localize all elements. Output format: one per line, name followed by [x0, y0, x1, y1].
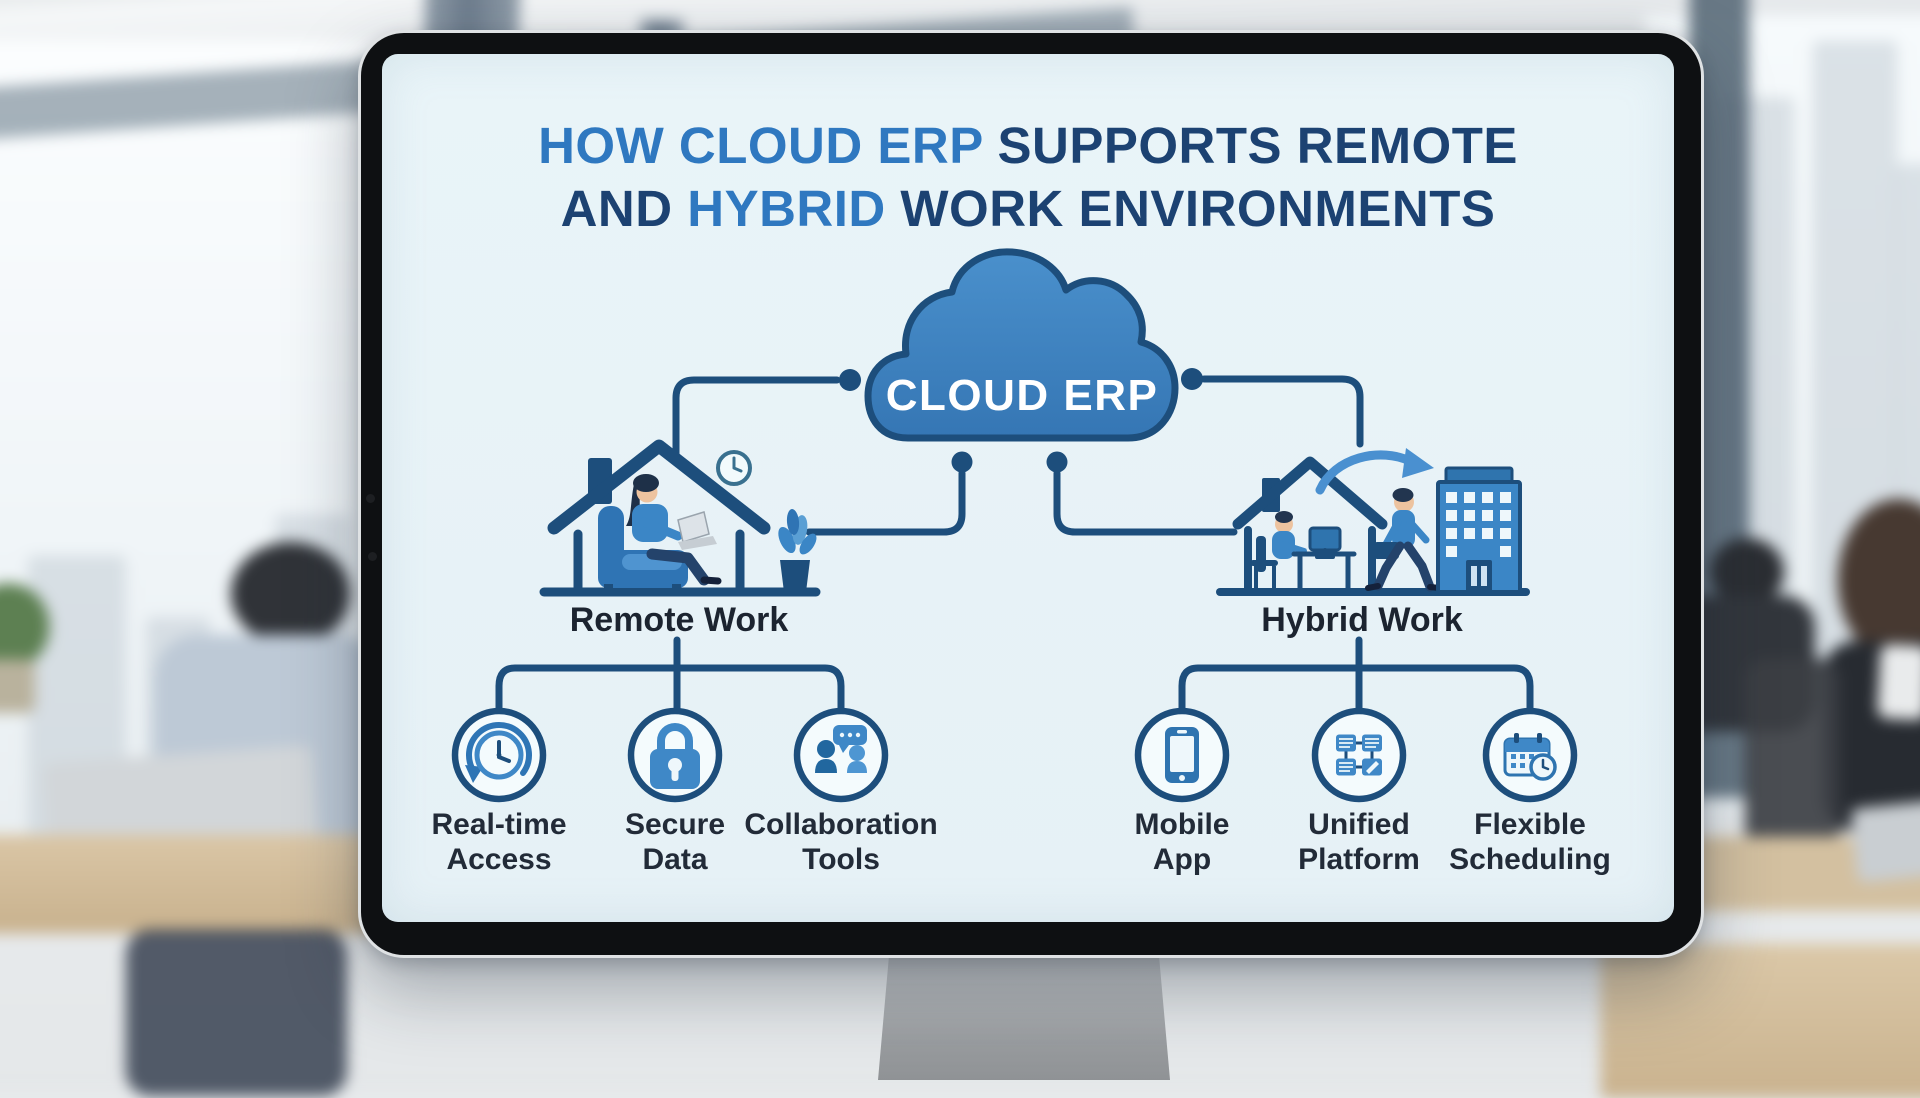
blurred-person-left-legs [126, 929, 347, 1096]
hybrid-work-label: Hybrid Work [1212, 601, 1512, 640]
connector-cloud-down-left [809, 473, 962, 532]
blurred-laptop-right [1850, 799, 1920, 883]
remote-work-illustration [544, 446, 820, 592]
bezel-button [366, 494, 375, 503]
connector-cloud-down-right [1057, 473, 1234, 532]
office-building-icon [1438, 468, 1520, 592]
smartphone-icon [1165, 727, 1199, 783]
walking-man-with-briefcase [1368, 488, 1440, 588]
branch-tree-remote [499, 640, 841, 710]
plant-pot-left [0, 659, 35, 713]
plant-icon [775, 509, 820, 592]
monitor-stand [878, 948, 1170, 1080]
diagram-canvas: CLOUD ERP [382, 54, 1674, 922]
bezel-button [368, 552, 377, 561]
cloud-erp-shape: CLOUD ERP [868, 252, 1175, 438]
hybrid-work-illustration [1220, 448, 1526, 592]
wall-clock-icon [718, 452, 750, 484]
infographic-screen: HOW CLOUD ERP SUPPORTS REMOTE AND HYBRID… [382, 54, 1674, 922]
connector-cloud-to-remote [676, 380, 837, 456]
connector-cloud-to-hybrid [1204, 379, 1360, 444]
calendar-clock-icon [1505, 733, 1555, 779]
remote-work-label: Remote Work [529, 601, 829, 640]
branch-tree-hybrid [1182, 640, 1530, 710]
desk-right-front [1601, 944, 1920, 1098]
blurred-person-left-head [231, 542, 350, 645]
person-at-desk [1250, 511, 1354, 588]
desk-left [0, 835, 402, 934]
feature-circles [455, 711, 1574, 799]
cloud-erp-label: CLOUD ERP [886, 371, 1159, 420]
blurred-woman-right-shirt [1877, 644, 1920, 721]
